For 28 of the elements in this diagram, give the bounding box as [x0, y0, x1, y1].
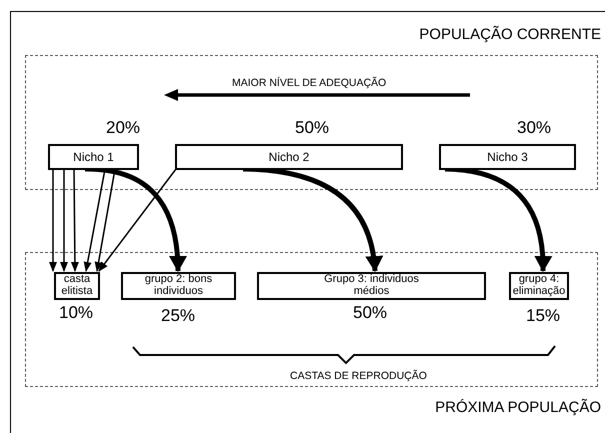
process-box — [175, 144, 403, 170]
box-label: Nicho 1 — [73, 150, 114, 164]
arrow — [49, 169, 57, 272]
process-box — [121, 272, 236, 300]
process-box — [48, 144, 139, 170]
percentage-text: 25% — [161, 306, 196, 326]
percentage-text: 30% — [517, 118, 552, 138]
region-heading: POPULAÇÃO CORRENTE — [419, 26, 601, 43]
box-label: Nicho 2 — [268, 150, 310, 164]
arrow — [60, 169, 68, 272]
box-label: Nicho 3 — [487, 150, 528, 164]
box-label: Grupo 3: individuos médios — [323, 274, 420, 298]
box-label: grupo 4: eliminação — [512, 274, 566, 298]
direction-label: MAIOR NÍVEL DE ADEQUAÇÃO — [232, 77, 386, 89]
process-box — [54, 272, 100, 300]
percentage-text: 15% — [526, 306, 560, 326]
percentage-text: 20% — [106, 118, 140, 138]
region-heading: PRÓXIMA POPULAÇÃO — [435, 399, 601, 416]
percentage-text: 50% — [295, 118, 330, 138]
bracket-label: CASTAS DE REPRODUÇÃO — [290, 370, 427, 382]
box-label: casta elitista — [60, 274, 94, 298]
arrow — [70, 169, 79, 272]
process-box — [439, 144, 576, 170]
arrow — [98, 168, 177, 272]
process-box — [257, 272, 486, 300]
percentage-text: 10% — [59, 303, 94, 323]
percentage-text: 50% — [353, 303, 388, 323]
box-label: grupo 2: bons individuos — [144, 274, 214, 298]
